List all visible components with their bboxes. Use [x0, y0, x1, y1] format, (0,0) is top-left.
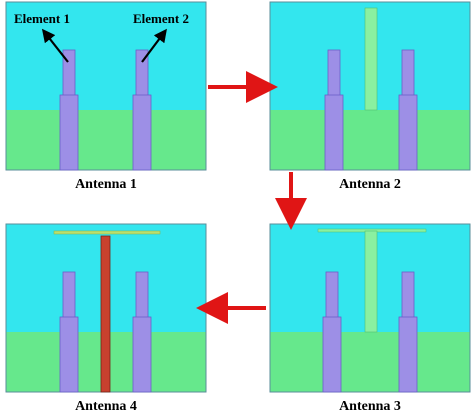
element-2-patch	[132, 49, 152, 171]
panel-antenna-2: Antenna 2	[269, 1, 471, 192]
element-1-patch	[59, 271, 79, 393]
panel-antenna-1: Element 1 Element 2 Antenna 1	[5, 1, 207, 192]
center-feed-stub	[364, 230, 378, 333]
ground-plane	[270, 332, 470, 392]
element-1-patch	[322, 271, 342, 393]
element-2-pointer-arrow	[141, 28, 167, 63]
top-horizontal-stub	[53, 230, 161, 235]
element-2-patch	[398, 271, 418, 393]
panel-border	[269, 223, 471, 393]
caption-antenna-2: Antenna 2	[339, 177, 401, 192]
ground-plane	[6, 110, 206, 170]
ground-plane	[270, 110, 470, 170]
panel-border	[5, 1, 207, 171]
panel-antenna-3: Antenna 3	[269, 223, 471, 414]
panel-antenna-4: Antenna 4	[5, 223, 207, 414]
element-1-pointer-arrow	[41, 28, 69, 63]
caption-antenna-1: Antenna 1	[75, 177, 137, 192]
element-1-patch	[59, 49, 79, 171]
caption-antenna-4: Antenna 4	[75, 399, 137, 414]
caption-antenna-3: Antenna 3	[339, 399, 401, 414]
element-2-patch	[132, 271, 152, 393]
element-2-patch	[398, 49, 418, 171]
element-2-label: Element 2	[133, 11, 189, 26]
element-1-patch	[324, 49, 344, 171]
substrate	[6, 2, 206, 110]
parasitic-strip	[100, 235, 111, 393]
center-feed-stub	[364, 7, 378, 111]
element-1-label: Element 1	[14, 11, 70, 26]
